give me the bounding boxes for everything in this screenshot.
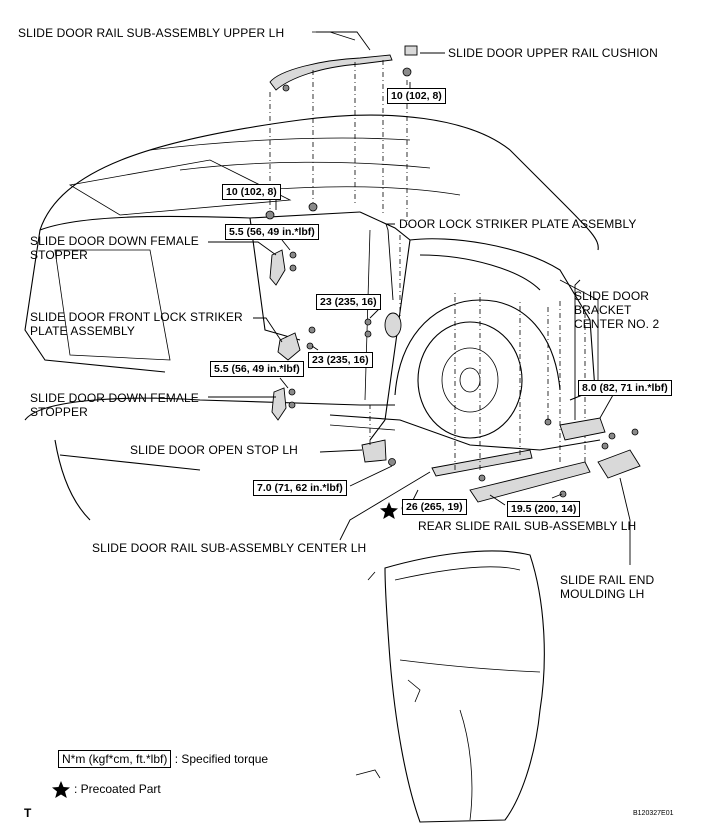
precoated-star-icon xyxy=(380,502,398,519)
torque-stopper-upper: 5.5 (56, 49 in.*lbf) xyxy=(225,224,319,240)
bracket-center-part xyxy=(559,417,606,441)
torque-open-stop: 7.0 (71, 62 in.*lbf) xyxy=(253,480,347,496)
rear-wheel xyxy=(417,321,523,439)
rear-quarter xyxy=(409,238,596,401)
label-rail-center: SLIDE DOOR RAIL SUB-ASSEMBLY CENTER LH xyxy=(92,541,367,555)
down-female-stopper-upper xyxy=(269,249,286,286)
label-front-lock-striker-1: SLIDE DOOR FRONT LOCK STRIKER xyxy=(30,310,243,324)
label-upper-cushion: SLIDE DOOR UPPER RAIL CUSHION xyxy=(448,46,658,60)
torque-rear-rail: 19.5 (200, 14) xyxy=(507,501,581,517)
label-rear-slide-rail: REAR SLIDE RAIL SUB-ASSEMBLY LH xyxy=(418,519,637,533)
torque-upper-cushion: 10 (102, 8) xyxy=(387,88,446,104)
down-female-stopper-lower xyxy=(271,387,287,421)
figure-code: B120327E01 xyxy=(633,810,674,817)
label-rail-end-moulding-2: MOULDING LH xyxy=(560,587,645,601)
label-rail-end-moulding-1: SLIDE RAIL END xyxy=(560,573,655,587)
torque-striker-front: 23 (235, 16) xyxy=(308,352,373,368)
legend-torque: N*m (kgf*cm, ft.*lbf) : Specified torque xyxy=(58,750,269,768)
label-bracket-center-1: SLIDE DOOR xyxy=(574,289,650,303)
torque-striker-rear: 23 (235, 16) xyxy=(316,294,381,310)
door-lock-striker xyxy=(384,312,402,338)
label-bracket-center-3: CENTER NO. 2 xyxy=(574,317,660,331)
torque-stopper-lower: 5.5 (56, 49 in.*lbf) xyxy=(210,361,304,377)
rail-end-moulding-part xyxy=(597,449,641,479)
label-down-female-stopper-upper-1: SLIDE DOOR DOWN FEMALE xyxy=(30,234,199,248)
torque-bracket: 8.0 (82, 71 in.*lbf) xyxy=(578,380,672,396)
open-stop-part xyxy=(361,439,387,463)
label-down-female-stopper-upper-2: STOPPER xyxy=(30,248,88,262)
front-lock-striker xyxy=(277,332,301,361)
label-bracket-center-2: BRACKET xyxy=(574,303,632,317)
rear-wheel-arch xyxy=(394,299,561,396)
slide-door-panel xyxy=(384,550,545,823)
corner-mark: T xyxy=(24,806,32,820)
label-down-female-stopper-lower-1: SLIDE DOOR DOWN FEMALE xyxy=(30,391,199,405)
torque-upper-rail: 10 (102, 8) xyxy=(222,184,281,200)
upper-rail xyxy=(269,54,393,91)
label-door-lock-striker: DOOR LOCK STRIKER PLATE ASSEMBLY xyxy=(399,217,637,231)
legend-torque-desc: : Specified torque xyxy=(174,752,269,766)
bolt xyxy=(308,202,318,212)
upper-cushion-part xyxy=(404,45,418,56)
label-front-lock-striker-2: PLATE ASSEMBLY xyxy=(30,324,135,338)
bolt xyxy=(265,210,275,220)
label-open-stop: SLIDE DOOR OPEN STOP LH xyxy=(130,443,298,457)
label-rail-upper: SLIDE DOOR RAIL SUB-ASSEMBLY UPPER LH xyxy=(18,26,285,40)
label-down-female-stopper-lower-2: STOPPER xyxy=(30,405,88,419)
legend-star-icon xyxy=(52,781,70,798)
center-rail xyxy=(431,449,533,477)
roof-outline xyxy=(39,114,599,251)
torque-center-rail: 26 (265, 19) xyxy=(402,499,467,515)
rear-slide-rail xyxy=(469,461,591,503)
legend-precoated: : Precoated Part xyxy=(74,782,161,796)
legend-torque-unit: N*m (kgf*cm, ft.*lbf) xyxy=(58,750,172,768)
